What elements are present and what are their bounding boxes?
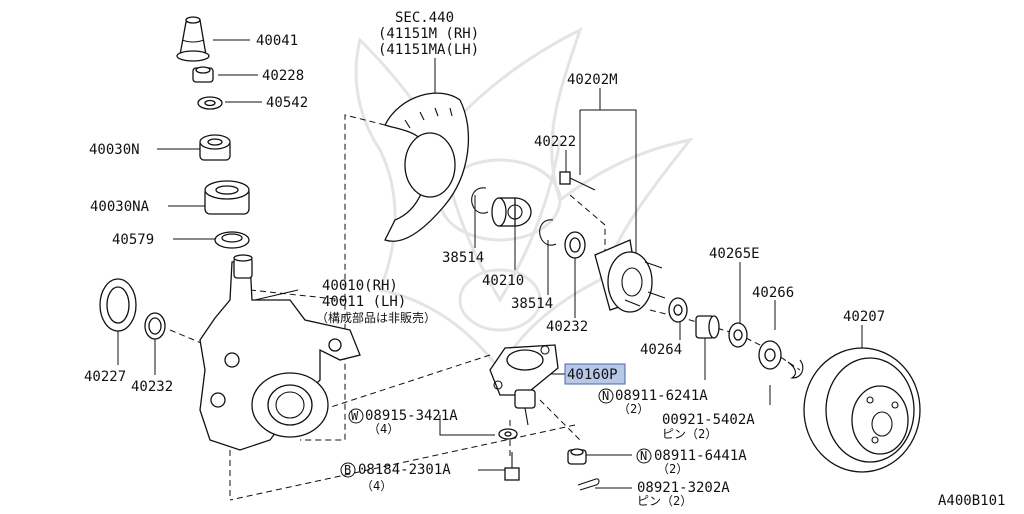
part-knuckle-40010[interactable] [199,254,361,451]
part-ring-40232-right[interactable] [564,231,586,259]
label-08184-2301A[interactable]: 08184-2301A [358,462,451,478]
part-ring-40232-left[interactable] [144,312,166,340]
svg-text:N: N [602,389,609,403]
label-40232-left[interactable]: 40232 [131,379,173,395]
label-00921-5402A[interactable]: 00921-5402A [662,412,755,428]
marker-W: W [348,408,364,424]
label-08184-2301A-qty: （4） [361,479,392,493]
part-bearing-40210[interactable] [491,197,532,227]
label-40202M[interactable]: 40202M [567,72,618,88]
highlight-40160P [564,363,626,385]
label-40210[interactable]: 40210 [482,273,524,289]
label-00921-5402A-qty: ピン（2） [662,427,717,441]
label-08911-6441A[interactable]: 08911-6441A [654,448,747,464]
part-washer-40542[interactable] [197,96,223,110]
svg-text:N: N [640,449,647,463]
part-bearing-40030NA[interactable] [204,180,250,215]
part-boot-40041[interactable] [176,16,210,62]
label-38514-b[interactable]: 38514 [511,296,553,312]
label-41151MA-lh[interactable]: (41151MA(LH) [378,42,479,58]
label-40542[interactable]: 40542 [266,95,308,111]
label-40264[interactable]: 40264 [640,342,682,358]
part-cap-40265E[interactable] [728,322,748,348]
part-bolt-08184[interactable] [504,452,520,481]
part-seal-40579[interactable] [214,231,250,249]
label-08915-3421A[interactable]: 08915-3421A [365,408,458,424]
part-cotter-pin-00921[interactable] [787,359,804,379]
part-bearing-40030N[interactable] [199,134,231,161]
svg-text:B: B [344,463,351,477]
part-nut-40264a[interactable] [695,315,720,339]
label-08921-3202A-qty: ピン（2） [637,494,692,508]
marker-B: B [340,462,356,478]
label-40207[interactable]: 40207 [843,309,885,325]
label-40030NA[interactable]: 40030NA [90,199,150,215]
label-40265E[interactable]: 40265E [709,246,760,262]
label-40227[interactable]: 40227 [84,369,126,385]
label-40266[interactable]: 40266 [752,285,794,301]
part-nut-08911-6441A[interactable] [567,448,587,465]
svg-text:W: W [351,409,359,423]
label-40160P[interactable]: 40160P [567,367,618,383]
label-40041[interactable]: 40041 [256,33,298,49]
label-08921-3202A[interactable]: 08921-3202A [637,480,730,496]
label-41151M-rh[interactable]: (41151M (RH) [378,26,479,42]
part-nut-40228[interactable] [192,66,214,83]
part-cotter-pin-08921[interactable] [577,478,600,491]
part-snap-ring-38514-a[interactable] [471,187,489,214]
label-08911-6441A-qty: （2） [657,462,688,476]
label-38514-a[interactable]: 38514 [442,250,484,266]
label-40222[interactable]: 40222 [534,134,576,150]
label-08915-3421A-qty: （4） [368,422,399,436]
label-not-sold-separately: （構成部品は非販売） [316,310,436,325]
label-40228[interactable]: 40228 [262,68,304,84]
label-40011-lh[interactable]: 40011 (LH) [322,294,406,310]
label-40579[interactable]: 40579 [112,232,154,248]
label-40232-right[interactable]: 40232 [546,319,588,335]
part-washer-08915[interactable] [498,428,518,440]
part-ball-joint-40160P[interactable] [489,344,559,426]
marker-N-1: N [598,388,614,404]
label-40030N[interactable]: 40030N [89,142,140,158]
part-seal-40227[interactable] [99,278,137,332]
part-retainer-40266[interactable] [758,340,782,370]
part-snap-ring-38514-b[interactable] [539,219,557,246]
part-dust-shield-41151M[interactable] [384,92,470,242]
diagram-code: A400B101 [938,493,1005,509]
marker-N-2: N [636,448,652,464]
part-hub-40202M[interactable] [594,239,666,313]
part-washer-40264[interactable] [668,297,688,323]
part-disc-rotor-40207[interactable] [803,347,921,473]
label-sec-440[interactable]: SEC.440 [395,10,454,26]
part-bolt-40222[interactable] [559,171,596,191]
label-08911-6241A[interactable]: 08911-6241A [615,388,708,404]
label-08911-6241A-qty: （2） [618,402,649,416]
label-40010-rh[interactable]: 40010(RH) [322,278,398,294]
